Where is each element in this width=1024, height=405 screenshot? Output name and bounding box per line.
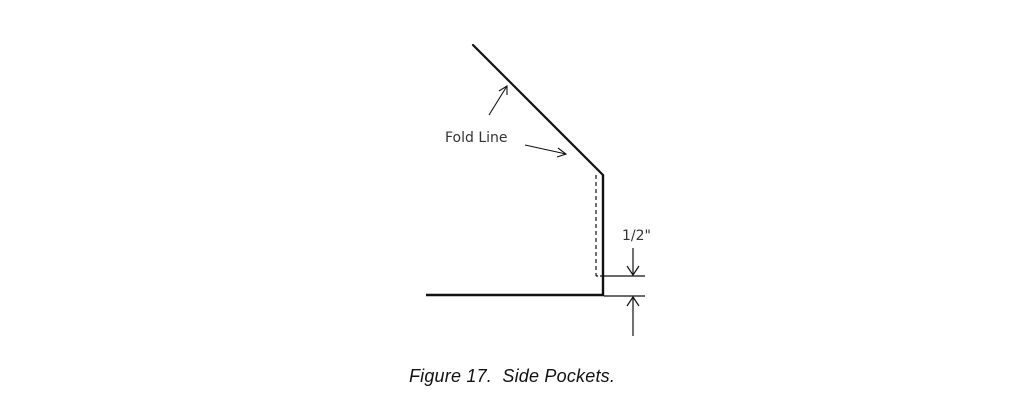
- fold-line-label: Fold Line: [445, 130, 508, 146]
- fold-diagonal-line: [471, 43, 605, 177]
- dimension-arrow-down: [626, 248, 640, 277]
- fold-leader-arrow-lower: [524, 144, 568, 158]
- figure-number: Figure 17.: [408, 366, 492, 386]
- dimension-arrow-up: [626, 295, 640, 336]
- dimension-label: 1/2": [622, 228, 651, 244]
- figure-caption: Figure 17. Side Pockets.: [0, 366, 1024, 387]
- figure-title: Side Pockets.: [502, 366, 616, 386]
- fold-leader-arrow-upper: [488, 85, 508, 116]
